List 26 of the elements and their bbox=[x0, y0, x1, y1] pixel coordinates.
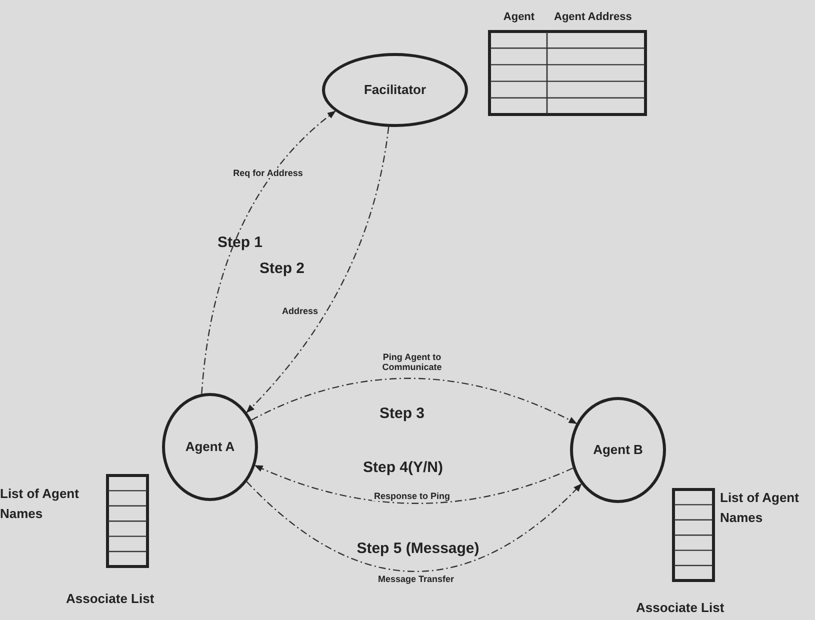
arrow bbox=[246, 126, 390, 413]
node-label: Agent A bbox=[185, 438, 235, 456]
list-caption: Associate List bbox=[636, 599, 724, 617]
list-title: List of Agent Names bbox=[0, 485, 80, 522]
step-label: Step 2 bbox=[259, 259, 304, 279]
step-label: Step 5 (Message) bbox=[356, 539, 480, 559]
edge-label: Message Transfer bbox=[376, 574, 456, 584]
arrow bbox=[201, 110, 336, 394]
ellipse-node bbox=[322, 53, 468, 127]
ellipse-node bbox=[570, 397, 666, 503]
arrow bbox=[246, 481, 582, 572]
edge-label: Address bbox=[280, 306, 320, 316]
step-label: Step 3 bbox=[379, 404, 424, 424]
step-label: Step 4(Y/N) bbox=[362, 458, 443, 478]
column-header: Agent bbox=[502, 10, 536, 25]
list-title: List of Agent Names bbox=[720, 489, 800, 526]
list-caption: Associate List bbox=[66, 590, 154, 608]
node-label: Agent B bbox=[593, 441, 643, 460]
arrow bbox=[251, 378, 578, 424]
edge-label: Response to Ping bbox=[372, 491, 452, 502]
node-label: Facilitator bbox=[364, 81, 426, 100]
edge-label: Req for Address bbox=[231, 168, 305, 178]
ellipse-node bbox=[162, 393, 258, 501]
column-header: Agent Address bbox=[554, 10, 632, 25]
arrow bbox=[254, 464, 574, 504]
step-label: Step 1 bbox=[217, 233, 262, 253]
